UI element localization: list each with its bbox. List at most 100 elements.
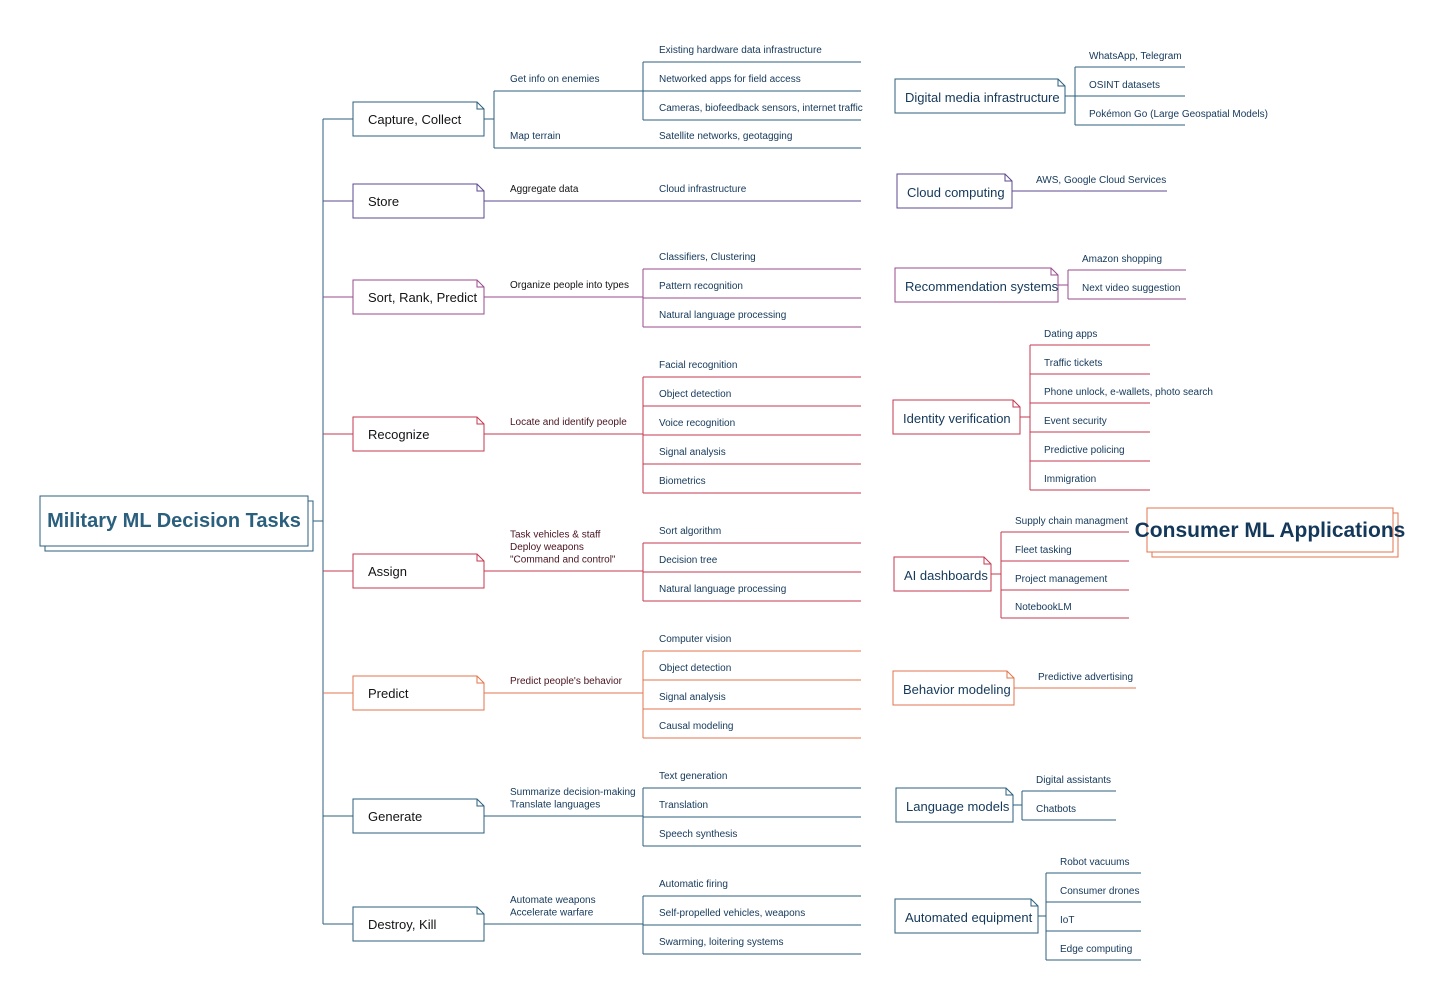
consumer-label-6-line: Language models: [906, 799, 1010, 814]
consumer-item-label-line: Robot vacuums: [1060, 857, 1129, 868]
consumer-box: [894, 78, 1066, 114]
consumer-item-label: Dating apps: [1044, 329, 1097, 340]
consumer-box: [892, 399, 1021, 435]
consumer-item-label: AWS, Google Cloud Services: [1036, 175, 1166, 186]
consumer-box: [895, 787, 1014, 823]
consumer-label-3: Identity verification: [903, 411, 1011, 426]
consumer-item-label: Fleet tasking: [1015, 545, 1072, 556]
item-label-line: Cameras, biofeedback sensors, internet t…: [659, 103, 863, 114]
consumer-box: [894, 898, 1039, 934]
item-label-line: Object detection: [659, 663, 731, 674]
item-label: Cloud infrastructure: [659, 184, 747, 195]
consumer-label-6: Language models: [906, 799, 1010, 814]
item-label: Self-propelled vehicles, weapons: [659, 908, 805, 919]
group-label-line: Deploy weapons: [510, 542, 584, 553]
item-label-line: Classifiers, Clustering: [659, 252, 756, 263]
item-label-line: Translation: [659, 800, 708, 811]
group-label-line: Locate and identify people: [510, 417, 627, 428]
consumer-item-label-line: Predictive policing: [1044, 445, 1125, 456]
consumer-label-2: Recommendation systems: [905, 279, 1059, 294]
consumer-item-label-line: Digital assistants: [1036, 775, 1111, 786]
group-label-line: Accelerate warfare: [510, 907, 594, 918]
item-label-line: Automatic firing: [659, 879, 728, 890]
consumer-item-label: Robot vacuums: [1060, 857, 1129, 868]
consumer-label-5: Behavior modeling: [903, 682, 1011, 697]
item-label: Facial recognition: [659, 360, 737, 371]
consumer-label-3-line: Identity verification: [903, 411, 1011, 426]
item-label: Causal modeling: [659, 721, 734, 732]
item-label-line: Natural language processing: [659, 310, 786, 321]
item-label: Existing hardware data infrastructure: [659, 45, 822, 56]
item-label: Classifiers, Clustering: [659, 252, 756, 263]
item-label: Speech synthesis: [659, 829, 737, 840]
group-label-line: Summarize decision-making: [510, 786, 636, 797]
consumer-box-fold: [1050, 268, 1058, 276]
item-label-line: Existing hardware data infrastructure: [659, 45, 822, 56]
left-title-box: [39, 495, 309, 547]
group-label-line: Predict people's behavior: [510, 676, 623, 687]
consumer-item-label: IoT: [1060, 915, 1074, 926]
consumer-item-label: Immigration: [1044, 474, 1096, 485]
consumer-item-label: Supply chain managment: [1015, 516, 1128, 527]
item-label: Computer vision: [659, 634, 731, 645]
consumer-item-label-line: Amazon shopping: [1082, 254, 1162, 265]
consumer-item-label-line: Traffic tickets: [1044, 358, 1102, 369]
consumer-item-label: Phone unlock, e-wallets, photo search: [1044, 387, 1213, 398]
consumer-label-7-line: Automated equipment: [905, 910, 1033, 925]
item-label: Natural language processing: [659, 584, 786, 595]
consumer-item-label: Traffic tickets: [1044, 358, 1102, 369]
item-label-line: Decision tree: [659, 555, 718, 566]
group-label: Get info on enemies: [510, 74, 600, 85]
consumer-item-label: Amazon shopping: [1082, 254, 1162, 265]
task-box: [352, 675, 485, 711]
task-box-fold: [476, 799, 484, 807]
consumer-label-1: Cloud computing: [907, 185, 1005, 200]
task-label-4-line: Assign: [368, 564, 407, 579]
consumer-box-fold: [1004, 174, 1012, 182]
task-box: [352, 906, 485, 942]
consumer-item-label-line: Pokémon Go (Large Geospatial Models): [1089, 109, 1268, 120]
item-label-line: Networked apps for field access: [659, 74, 801, 85]
consumer-item-label: Edge computing: [1060, 944, 1132, 955]
consumer-box: [892, 670, 1015, 706]
task-label-7: Destroy, Kill: [368, 917, 436, 932]
consumer-item-label: Chatbots: [1036, 804, 1076, 815]
task-box: [352, 416, 485, 452]
group-label-line: Get info on enemies: [510, 74, 600, 85]
item-label-line: Satellite networks, geotagging: [659, 131, 792, 142]
item-label-line: Biometrics: [659, 476, 706, 487]
consumer-item-label-line: WhatsApp, Telegram: [1089, 51, 1182, 62]
consumer-item-label-line: Predictive advertising: [1038, 672, 1133, 683]
consumer-label-7: Automated equipment: [905, 910, 1033, 925]
task-label-2: Sort, Rank, Predict: [368, 290, 477, 305]
item-label: Translation: [659, 800, 708, 811]
item-label: Signal analysis: [659, 447, 726, 458]
consumer-item-label-line: Immigration: [1044, 474, 1096, 485]
item-label-line: Natural language processing: [659, 584, 786, 595]
consumer-item-label-line: IoT: [1060, 915, 1074, 926]
consumer-item-label-line: Event security: [1044, 416, 1107, 427]
task-label-5-line: Predict: [368, 686, 409, 701]
task-label-4: Assign: [368, 564, 407, 579]
consumer-item-label: WhatsApp, Telegram: [1089, 51, 1182, 62]
task-label-3-line: Recognize: [368, 427, 429, 442]
consumer-item-label: Event security: [1044, 416, 1107, 427]
item-label: Satellite networks, geotagging: [659, 131, 792, 142]
consumer-item-label-line: Supply chain managment: [1015, 516, 1128, 527]
group-label-line: Translate languages: [510, 799, 600, 810]
group-label-line: Task vehicles & staff: [510, 529, 601, 540]
item-label: Decision tree: [659, 555, 718, 566]
consumer-item-label-line: Fleet tasking: [1015, 545, 1072, 556]
group-label: Predict people's behavior: [510, 676, 623, 687]
group-label: Aggregate data: [510, 184, 579, 195]
consumer-item-label: Pokémon Go (Large Geospatial Models): [1089, 109, 1268, 120]
item-label-line: Computer vision: [659, 634, 731, 645]
consumer-item-label: OSINT datasets: [1089, 80, 1160, 91]
task-label-3: Recognize: [368, 427, 429, 442]
consumer-item-label-line: OSINT datasets: [1089, 80, 1160, 91]
consumer-box: [893, 556, 992, 592]
item-label-line: Pattern recognition: [659, 281, 743, 292]
consumer-label-1-line: Cloud computing: [907, 185, 1005, 200]
item-label: Networked apps for field access: [659, 74, 801, 85]
